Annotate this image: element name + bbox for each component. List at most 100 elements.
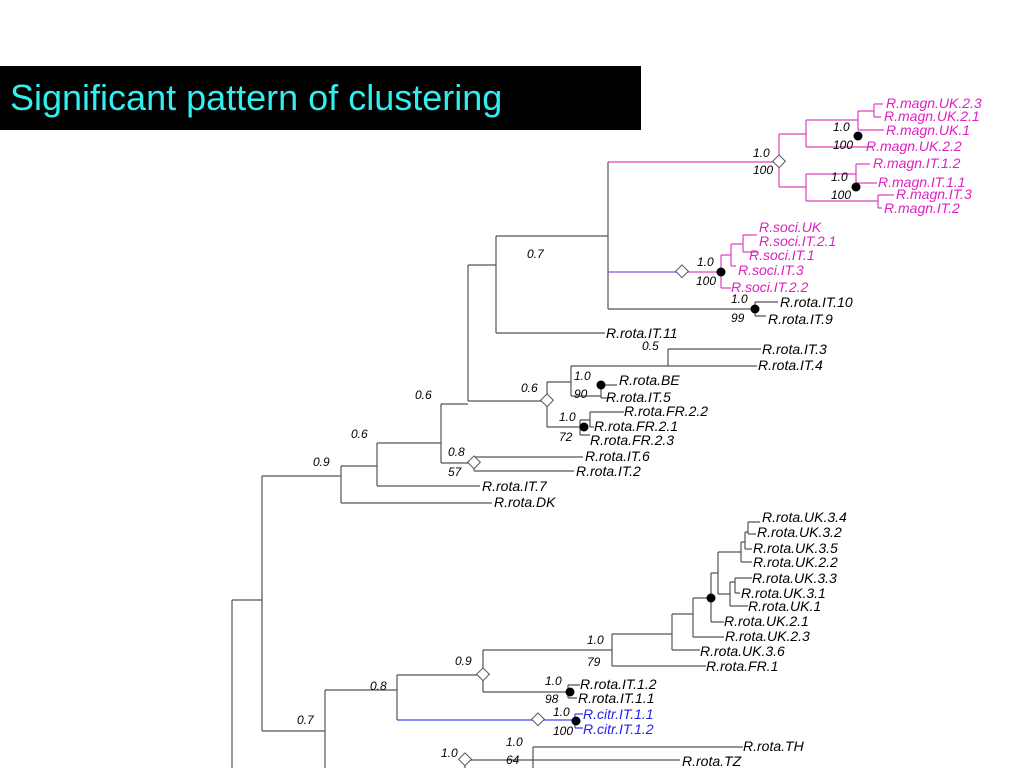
- support-value: 1.0: [441, 746, 458, 760]
- taxon-label: R.soci.UK: [759, 219, 822, 235]
- supported-node-marker: [596, 380, 606, 390]
- support-value: 0.8: [370, 679, 387, 693]
- support-value: 57: [448, 465, 463, 479]
- slide-title: Significant pattern of clustering: [0, 66, 641, 130]
- tree-branches: [231, 103, 894, 768]
- support-value: 1.0: [574, 369, 591, 383]
- taxon-label: R.rota.UK.3.4: [762, 509, 847, 525]
- taxon-label: R.magn.UK.2.2: [866, 138, 962, 154]
- taxon-label: R.rota.FR.1: [706, 658, 778, 674]
- support-value: 1.0: [545, 674, 562, 688]
- taxon-label: R.rota.UK.2.2: [753, 554, 838, 570]
- support-value: 90: [574, 387, 588, 401]
- supported-node-marker: [853, 131, 863, 141]
- taxon-label: R.rota.UK.3.1: [741, 585, 826, 601]
- taxon-label: R.rota.UK.3.2: [757, 524, 842, 540]
- taxon-label: R.rota.FR.2.3: [590, 432, 674, 448]
- support-value: 100: [753, 163, 773, 177]
- taxon-label: R.rota.DK: [494, 494, 556, 510]
- taxon-label: R.magn.UK.1: [886, 122, 970, 138]
- support-value: 0.6: [415, 388, 432, 402]
- taxon-label: R.rota.IT.5: [606, 389, 671, 405]
- supported-node-marker: [571, 716, 581, 726]
- taxon-label: R.rota.IT.2: [576, 463, 641, 479]
- weak-node-marker: [539, 393, 555, 408]
- taxon-label: R.rota.UK.3.6: [700, 643, 785, 659]
- taxon-label: R.rota.UK.3.3: [752, 570, 837, 586]
- taxon-label: R.rota.UK.1: [748, 598, 821, 614]
- taxon-label: R.rota.IT.4: [758, 357, 823, 373]
- taxon-label: R.magn.IT.3: [896, 186, 972, 202]
- support-value: 1.0: [553, 705, 570, 719]
- taxon-label: R.magn.IT.2: [884, 200, 960, 216]
- supported-node-marker: [851, 182, 861, 192]
- taxon-label: R.rota.IT.1.1: [578, 690, 655, 706]
- taxon-label: R.rota.UK.3.5: [753, 540, 838, 556]
- support-value: 98: [545, 692, 559, 706]
- taxon-label: R.soci.IT.2.2: [731, 279, 809, 295]
- weak-node-marker: [475, 667, 491, 682]
- taxon-label: R.rota.TH: [743, 738, 805, 754]
- taxon-label: R.soci.IT.2.1: [759, 233, 836, 249]
- taxon-label: R.rota.TZ: [682, 753, 742, 768]
- taxon-label: R.rota.UK.2.3: [725, 628, 810, 644]
- taxon-label: R.rota.IT.6: [585, 448, 650, 464]
- taxon-label: R.magn.UK.2.1: [884, 108, 980, 124]
- support-value: 1.0: [731, 292, 748, 306]
- support-value: 79: [587, 655, 601, 669]
- support-value: 64: [506, 753, 520, 767]
- supported-node-marker: [579, 422, 589, 432]
- taxon-label: R.soci.IT.3: [738, 262, 804, 278]
- taxon-label: R.soci.IT.1: [749, 247, 815, 263]
- weak-node-marker: [530, 712, 546, 727]
- support-value: 1.0: [833, 120, 850, 134]
- taxon-label: R.rota.IT.10: [780, 294, 853, 310]
- supported-node-marker: [565, 687, 575, 697]
- support-value: 1.0: [697, 255, 714, 269]
- supported-node-marker: [706, 593, 716, 603]
- support-value: 0.6: [351, 427, 368, 441]
- taxon-label: R.rota.IT.7: [482, 478, 548, 494]
- taxon-label: R.magn.IT.1.1: [878, 174, 965, 190]
- supported-node-marker: [716, 267, 726, 277]
- support-value: 1.0: [831, 170, 848, 184]
- weak-node-marker: [466, 455, 482, 470]
- support-value: 0.9: [313, 455, 330, 469]
- weak-node-marker: [771, 154, 787, 169]
- taxon-label: R.rota.IT.3: [762, 341, 827, 357]
- taxon-label: R.rota.FR.2.2: [624, 403, 708, 419]
- support-value: 0.7: [297, 713, 315, 727]
- support-value: 0.5: [642, 339, 659, 353]
- support-value: 0.9: [455, 654, 472, 668]
- support-value: 72: [559, 430, 573, 444]
- taxon-label: R.rota.FR.2.1: [594, 418, 678, 434]
- weak-node-marker: [457, 752, 473, 767]
- support-value: 1.0: [559, 410, 576, 424]
- taxon-label: R.rota.BE: [619, 372, 680, 388]
- supported-node-marker: [750, 304, 760, 314]
- taxon-labels: R.magn.UK.2.3 R.magn.UK.2.1 R.magn.UK.1 …: [482, 95, 982, 768]
- support-value: 100: [833, 138, 853, 152]
- taxon-label: R.rota.IT.9: [768, 311, 833, 327]
- support-value: 99: [731, 311, 745, 325]
- taxon-label: R.citr.IT.1.1: [583, 706, 654, 722]
- node-markers: [457, 131, 863, 767]
- support-value: 100: [553, 724, 573, 738]
- taxon-label: R.magn.UK.2.3: [886, 95, 982, 111]
- taxon-label: R.rota.UK.2.1: [724, 613, 809, 629]
- taxon-label: R.citr.IT.1.2: [583, 721, 654, 737]
- support-value: 0.7: [527, 247, 545, 261]
- support-values: 1.0 100 1.0 100 1.0 100 0.7 1.0 100 1.0 …: [297, 120, 853, 767]
- support-value: 0.6: [521, 381, 538, 395]
- taxon-label: R.rota.IT.11: [606, 325, 678, 341]
- support-value: 1.0: [506, 735, 523, 749]
- support-value: 0.8: [448, 445, 465, 459]
- support-value: 1.0: [753, 146, 770, 160]
- taxon-label: R.rota.IT.1.2: [580, 676, 657, 692]
- support-value: 1.0: [587, 633, 604, 647]
- taxon-label: R.magn.IT.1.2: [873, 155, 961, 171]
- support-value: 100: [831, 188, 851, 202]
- weak-node-marker: [674, 264, 690, 279]
- support-value: 100: [696, 274, 716, 288]
